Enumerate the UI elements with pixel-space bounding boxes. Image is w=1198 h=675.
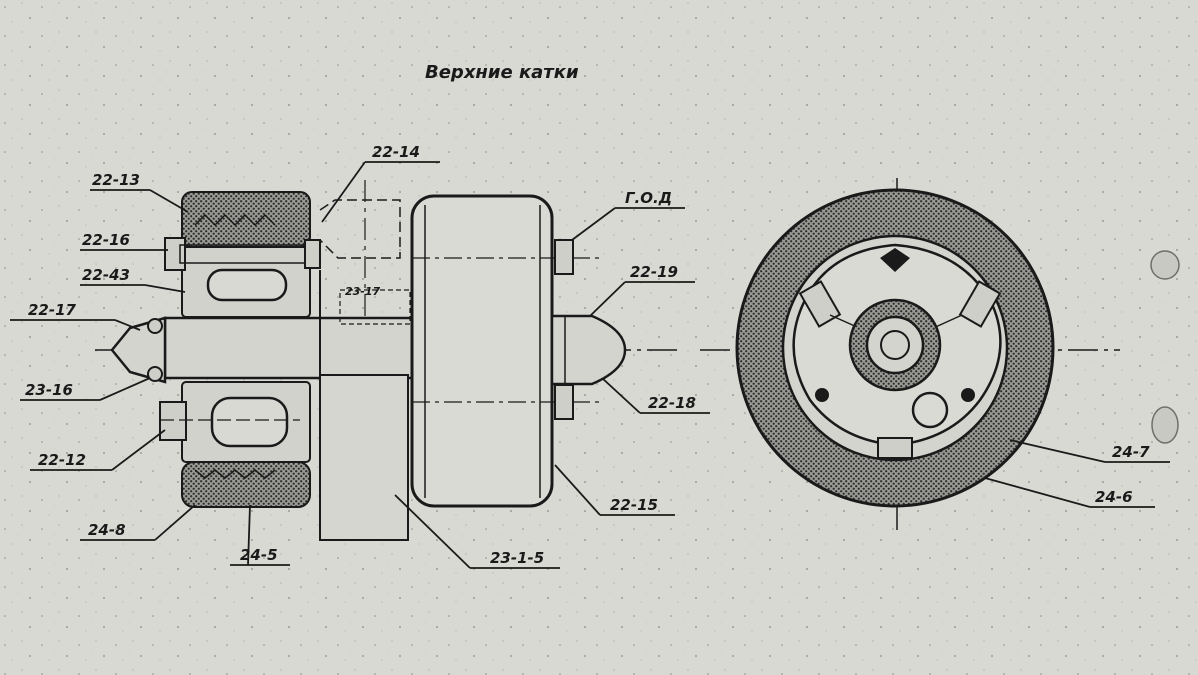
lower-bolt: [159, 401, 300, 441]
hub-inner: [865, 315, 925, 375]
hub-cap: [550, 314, 627, 386]
label-22-13: 22-13: [92, 171, 140, 189]
upper-bracket-housing: [181, 191, 311, 318]
label-22-16: 22-16: [82, 231, 130, 249]
upper-bolt: [164, 237, 321, 271]
part-labels: 22-13 22-16 22-43 22-17 23-16 22-12 24-8…: [25, 143, 1150, 567]
label-22-19: 22-19: [630, 263, 678, 281]
support-plate: [319, 199, 409, 541]
label-23-16: 23-16: [25, 381, 73, 399]
label-22-12: 22-12: [38, 451, 86, 469]
label-22-18: 22-18: [648, 394, 696, 412]
label-22-17: 22-17: [28, 301, 77, 319]
hub-bore: [880, 330, 910, 360]
wheel-top-marker: [880, 248, 910, 272]
label-23-17: 23-17: [345, 285, 381, 298]
bolt-hole-left: [815, 388, 829, 402]
drawing-title: Верхние катки: [425, 62, 579, 83]
label-24-7: 24-7: [1112, 443, 1150, 461]
road-wheel: [410, 194, 600, 508]
lower-bracket-housing: [181, 381, 311, 508]
label-god: Г.О.Д: [625, 189, 672, 207]
leader-lines: [10, 161, 1170, 569]
label-22-15: 22-15: [610, 496, 658, 514]
end-view: [700, 178, 1120, 530]
label-23-1-5: 23-1-5: [490, 549, 544, 567]
bolt-hole-right: [961, 388, 975, 402]
shaft: [110, 289, 417, 384]
side-view: [95, 180, 680, 541]
label-24-5: 24-5: [240, 546, 278, 564]
shaft-nut-left: [110, 316, 167, 384]
grease-plug: [911, 391, 949, 429]
punch-hole-top: [1150, 250, 1180, 280]
label-22-14: 22-14: [372, 143, 420, 161]
label-22-43: 22-43: [82, 266, 130, 284]
label-24-6: 24-6: [1095, 488, 1133, 506]
label-24-8: 24-8: [88, 521, 126, 539]
punch-hole-bottom: [1151, 406, 1179, 444]
wheel-bottom-block: [877, 437, 913, 459]
